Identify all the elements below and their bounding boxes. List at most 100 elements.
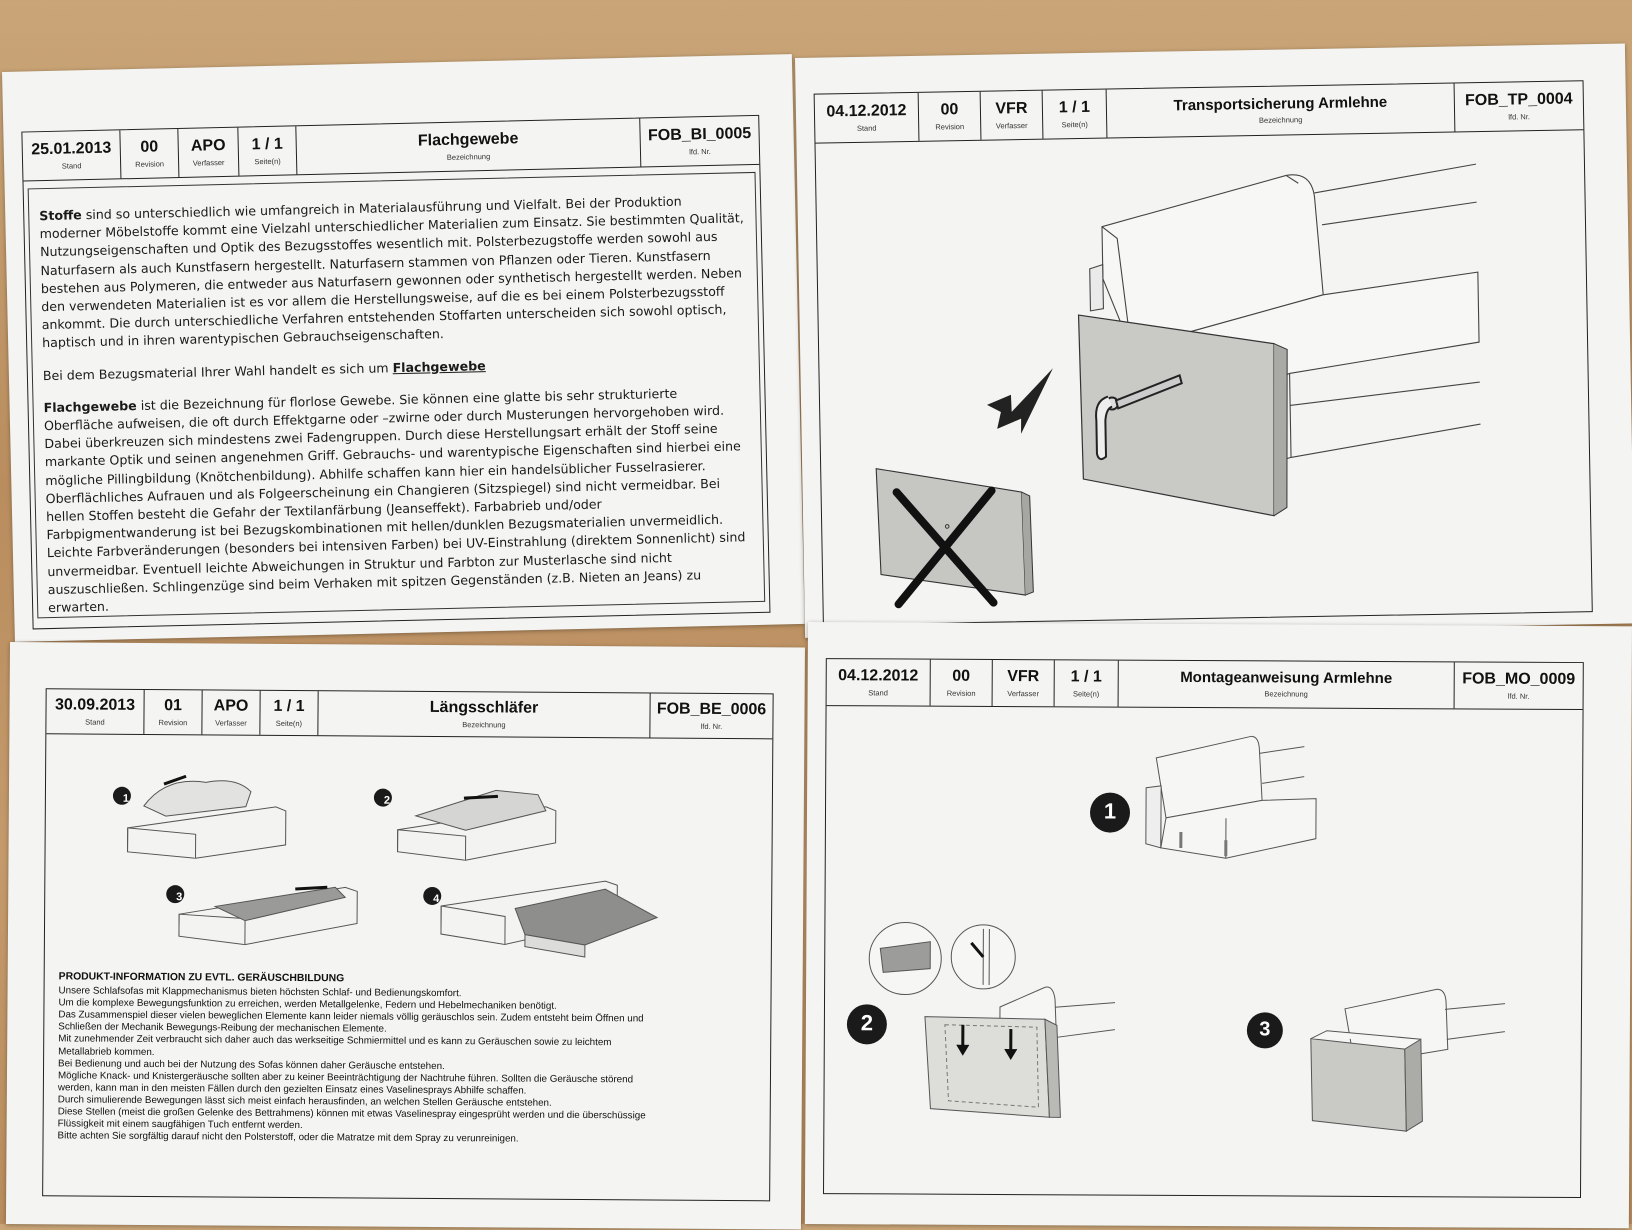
revision-label: Revision (935, 121, 965, 132)
sheet-title: Flachgewebe (417, 130, 519, 150)
pages-label: Seite(n) (1061, 119, 1088, 130)
doc-number: FOB_BI_0005 (647, 125, 752, 145)
doc-number-label: lfd. Nr. (700, 721, 723, 731)
doc-number-label: lfd. Nr. (1507, 691, 1530, 701)
sheet-montage: 04.12.2012 Stand 00 Revision VFR Verfass… (804, 622, 1632, 1229)
title-label: Bezeichnung (462, 719, 506, 730)
author-value: APO (213, 697, 249, 715)
doc-number-label: lfd. Nr. (689, 146, 711, 157)
noise-info: PRODUKT-INFORMATION ZU EVTL. GERÄUSCHBIL… (58, 971, 763, 1147)
docno-cell: FOB_TP_0004 lfd. Nr. (1455, 81, 1584, 131)
date-cell: 25.01.2013 Stand (22, 130, 122, 181)
paragraph-uv: Leichte Farbveränderungen (besonders bei… (46, 529, 746, 616)
date-value: 25.01.2013 (31, 139, 112, 159)
material-intro: Bei dem Bezugsmaterial Ihrer Wahl handel… (42, 359, 393, 383)
sheet-title: Montageanweisung Armlehne (1180, 668, 1393, 687)
doc-number: FOB_BE_0006 (656, 700, 767, 719)
sofa-bed-steps-illustration (112, 774, 659, 958)
keyword-stoffe: Stoffe (39, 207, 82, 224)
step-4-number: 4 (433, 892, 440, 906)
step-3-number: 3 (1259, 1017, 1271, 1040)
date-cell: 30.09.2013 Stand (46, 689, 145, 734)
pages-cell: 1 / 1 Seite(n) (238, 126, 298, 176)
revision-value: 01 (164, 697, 183, 715)
author-value: VFR (995, 100, 1028, 118)
sheet-frame: 04.12.2012 Stand 00 Revision VFR Verfass… (813, 80, 1593, 626)
title-block: 04.12.2012 Stand 00 Revision VFR Verfass… (826, 659, 1583, 711)
author-label: Verfasser (192, 157, 225, 168)
pages-value: 1 / 1 (273, 698, 305, 716)
pages-cell: 1 / 1 Seite(n) (260, 690, 319, 736)
sheet-frame: 25.01.2013 Stand 00 Revision APO Verfass… (21, 114, 771, 630)
paragraph-flachgewebe-text: ist die Bezeichnung für florlose Gewebe.… (43, 385, 741, 543)
paragraph-stoffe-text: sind so unterschiedlich wie umfangreich … (39, 193, 744, 351)
paragraph-material: Bei dem Bezugsmaterial Ihrer Wahl handel… (43, 351, 749, 385)
date-value: 30.09.2013 (54, 696, 136, 715)
revision-label: Revision (158, 717, 188, 728)
author-cell: APO Verfasser (202, 690, 261, 735)
title-block: 30.09.2013 Stand 01 Revision APO Verfass… (46, 689, 773, 740)
doc-number: FOB_TP_0004 (1464, 90, 1573, 110)
author-cell: VFR Verfasser (992, 659, 1055, 707)
date-value: 04.12.2012 (838, 667, 919, 685)
sheet-frame: 30.09.2013 Stand 01 Revision APO Verfass… (42, 688, 774, 1202)
author-label: Verfasser (1007, 688, 1039, 699)
date-value: 04.12.2012 (826, 102, 907, 121)
sheet-frame: 04.12.2012 Stand 00 Revision VFR Verfass… (823, 658, 1584, 1199)
title-label: Bezeichnung (446, 151, 491, 162)
step-3-number: 3 (176, 891, 183, 904)
revision-value: 00 (940, 101, 959, 119)
sheet-title: Transportsicherung Armlehne (1173, 93, 1388, 115)
doc-number-label: lfd. Nr. (1508, 111, 1531, 122)
pages-label: Seite(n) (275, 718, 303, 728)
date-cell: 04.12.2012 Stand (814, 92, 920, 143)
author-label: Verfasser (215, 718, 247, 728)
date-cell: 04.12.2012 Stand (826, 659, 931, 706)
date-label: Stand (61, 161, 82, 171)
step-2-number: 2 (860, 1010, 874, 1036)
author-value: APO (190, 137, 226, 155)
armrest-removal-illustration (875, 163, 1481, 609)
sheet-laengsschlaefer: 30.09.2013 Stand 01 Revision APO Verfass… (5, 642, 805, 1230)
doc-number: FOB_MO_0009 (1462, 670, 1576, 689)
date-label: Stand (85, 717, 105, 727)
revision-value: 00 (952, 667, 971, 686)
step-1-number: 1 (122, 792, 130, 805)
author-value: VFR (1007, 668, 1040, 686)
material-name: Flachgewebe (392, 357, 486, 375)
paragraph-stoffe: Stoffe sind so unterschiedlich wie umfan… (39, 191, 748, 353)
title-cell: Transportsicherung Armlehne Bezeichnung (1106, 83, 1456, 138)
date-label: Stand (856, 123, 877, 133)
title-cell: Längsschläfer Bezeichnung (318, 691, 651, 738)
step-1-number: 1 (1103, 798, 1117, 824)
revision-label: Revision (946, 688, 976, 698)
paragraph-flachgewebe: Flachgewebe ist die Bezeichnung für flor… (43, 383, 752, 545)
date-label: Stand (868, 688, 888, 698)
pages-cell: 1 / 1 Seite(n) (1042, 89, 1108, 139)
step-2-number: 2 (383, 794, 391, 807)
pages-value: 1 / 1 (1058, 99, 1091, 117)
author-label: Verfasser (995, 120, 1028, 131)
revision-cell: 00 Revision (120, 129, 180, 179)
keyword-flachgewebe: Flachgewebe (43, 397, 137, 415)
pages-cell: 1 / 1 Seite(n) (1054, 660, 1119, 707)
docno-cell: FOB_BE_0006 lfd. Nr. (650, 693, 772, 738)
sheet-transport: 04.12.2012 Stand 00 Revision VFR Verfass… (795, 43, 1632, 638)
title-cell: Montageanweisung Armlehne Bezeichnung (1118, 660, 1455, 709)
sheet-flachgewebe: 25.01.2013 Stand 00 Revision APO Verfass… (2, 54, 805, 642)
pages-label: Seite(n) (254, 156, 281, 167)
revision-label: Revision (135, 159, 165, 169)
title-cell: Flachgewebe Bezeichnung (296, 118, 642, 175)
author-cell: APO Verfasser (178, 127, 240, 178)
title-label: Bezeichnung (1258, 115, 1303, 126)
author-cell: VFR Verfasser (980, 90, 1044, 140)
title-block: 25.01.2013 Stand 00 Revision APO Verfass… (22, 115, 760, 182)
revision-cell: 01 Revision (144, 689, 203, 735)
pages-value: 1 / 1 (251, 135, 283, 154)
revision-cell: 00 Revision (918, 91, 982, 141)
pages-label: Seite(n) (1072, 689, 1100, 699)
step-markers (112, 786, 442, 905)
revision-cell: 00 Revision (930, 659, 993, 706)
sheet-title: Längsschläfer (429, 699, 539, 717)
pages-value: 1 / 1 (1070, 668, 1102, 686)
